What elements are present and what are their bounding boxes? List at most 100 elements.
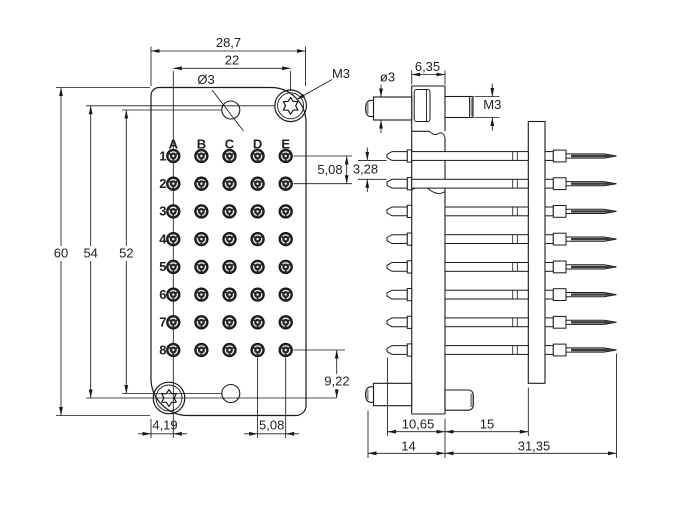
socket-pin-icon: [278, 315, 293, 330]
socket-pin-icon: [194, 287, 209, 302]
socket-pin-icon: [250, 259, 265, 275]
dimension-arrowhead: [285, 431, 295, 436]
socket-pin-icon: [166, 204, 181, 219]
dim-overall-width: 28,7: [216, 35, 241, 50]
row-label-7: 7: [159, 315, 166, 330]
dimension-arrowhead: [173, 66, 182, 71]
dimension-arrowhead: [436, 451, 445, 456]
side-pins: [386, 149, 617, 357]
socket-pin-icon: [194, 315, 209, 330]
socket-pin-icon: [166, 342, 181, 358]
dimension-arrowhead: [88, 389, 93, 398]
socket-pin-icon: [278, 231, 293, 247]
dimension-arrowhead: [445, 429, 454, 434]
side-pin: [386, 288, 617, 302]
socket-pin-icon: [166, 259, 181, 275]
row-label-8: 8: [159, 342, 166, 357]
dimension-arrowhead: [490, 88, 495, 97]
side-dimension-texts: 6,35 ø3 M3 3,28 10,65 15 14 31,35: [353, 59, 550, 454]
dim-screw-spacing-v: 54: [83, 246, 97, 261]
side-pin: [386, 149, 617, 163]
side-pin: [386, 232, 617, 246]
dimension-arrowhead: [59, 87, 63, 96]
socket-pin-icon: [250, 231, 265, 247]
socket-pin-icon: [166, 231, 181, 247]
dim-body-to-plate: 15: [480, 417, 494, 432]
column-label-A: A: [169, 137, 179, 152]
rear-plate: [527, 120, 546, 384]
side-view: [365, 85, 546, 415]
socket-pin-icon: [250, 148, 265, 164]
socket-pin-icon: [278, 259, 293, 275]
label-guide-hole: Ø3: [197, 72, 214, 87]
socket-pin-icon: [278, 287, 293, 302]
socket-pin-icon: [250, 176, 265, 191]
row-label-6: 6: [159, 287, 166, 302]
dim-thread-label: M3: [483, 97, 501, 112]
socket-pin-icon: [194, 204, 209, 219]
dim-pin-pitch-bottom: 5,08: [259, 418, 284, 433]
guide-pin-top: [372, 96, 413, 121]
socket-pin-icon: [194, 259, 209, 275]
dimension-arrowhead: [124, 110, 129, 119]
socket-pin-icon: [194, 231, 209, 247]
dim-row8-to-screw: 9,22: [324, 374, 349, 389]
socket-pin-icon: [194, 176, 209, 191]
socket-pin-icon: [250, 315, 265, 330]
side-pin: [386, 315, 617, 329]
dimension-arrowhead: [297, 49, 306, 53]
side-pin: [386, 343, 617, 357]
socket-pin-icon: [222, 231, 237, 247]
dim-pin-clearance: 3,28: [353, 162, 378, 177]
dim-pin-pitch-right: 5,08: [317, 162, 342, 177]
dim-rear-depth: 31,35: [518, 439, 551, 454]
dimension-arrowhead: [379, 88, 383, 97]
side-extension-lines: [358, 70, 617, 458]
socket-pin-icon: [222, 259, 237, 275]
dimension-arrowhead: [59, 407, 63, 416]
dimension-arrowhead: [490, 117, 495, 126]
column-label-C: C: [225, 137, 235, 152]
dimension-arrowhead: [334, 389, 339, 398]
front-dimension-texts: 28,7 22 Ø3 M3 60 54 52 5,08 9,22 4,19 5,…: [54, 35, 350, 433]
dim-guide-pin-dia: ø3: [380, 70, 395, 85]
dimension-arrowhead: [249, 431, 258, 436]
dimension-arrows: [59, 49, 617, 456]
dimension-arrowhead: [379, 120, 383, 129]
dimension-arrowhead: [411, 72, 421, 77]
dimension-arrowhead: [142, 431, 151, 436]
socket-pin-icon: [250, 342, 265, 358]
dim-boss-width: 6,35: [415, 59, 440, 74]
column-label-B: B: [197, 137, 206, 152]
dimension-arrowhead: [151, 49, 160, 53]
row-label-1: 1: [159, 148, 166, 163]
dimension-arrowhead: [368, 451, 377, 456]
dimension-arrowhead: [88, 105, 93, 115]
dim-tip-to-body: 10,65: [402, 417, 435, 432]
dim-guide-hole-spacing: 52: [119, 246, 133, 261]
socket-pin-icon: [278, 148, 293, 164]
dimension-arrowhead: [124, 385, 129, 394]
label-screw-m3: M3: [332, 66, 350, 81]
column-label-D: D: [253, 137, 262, 152]
dim-overall-height: 60: [54, 246, 68, 261]
socket-pin-icon: [278, 342, 293, 358]
socket-pin-icon: [278, 176, 293, 191]
socket-pin-icon: [222, 342, 237, 358]
dimension-arrowhead: [436, 429, 445, 434]
socket-pin-icon: [166, 148, 181, 164]
dimension-arrowhead: [344, 175, 349, 184]
row-label-2: 2: [159, 176, 166, 191]
bottom-rear-boss: [444, 389, 474, 411]
socket-pin-icon: [222, 287, 237, 302]
dimension-arrowhead: [334, 350, 339, 359]
dimension-arrowhead: [387, 429, 396, 434]
dimension-arrowhead: [519, 429, 529, 434]
front-plate-outline: [150, 86, 307, 417]
dimension-arrowhead: [365, 151, 370, 161]
column-label-E: E: [281, 137, 290, 152]
screw-head-side: [413, 89, 431, 122]
socket-pin-icon: [222, 204, 237, 219]
